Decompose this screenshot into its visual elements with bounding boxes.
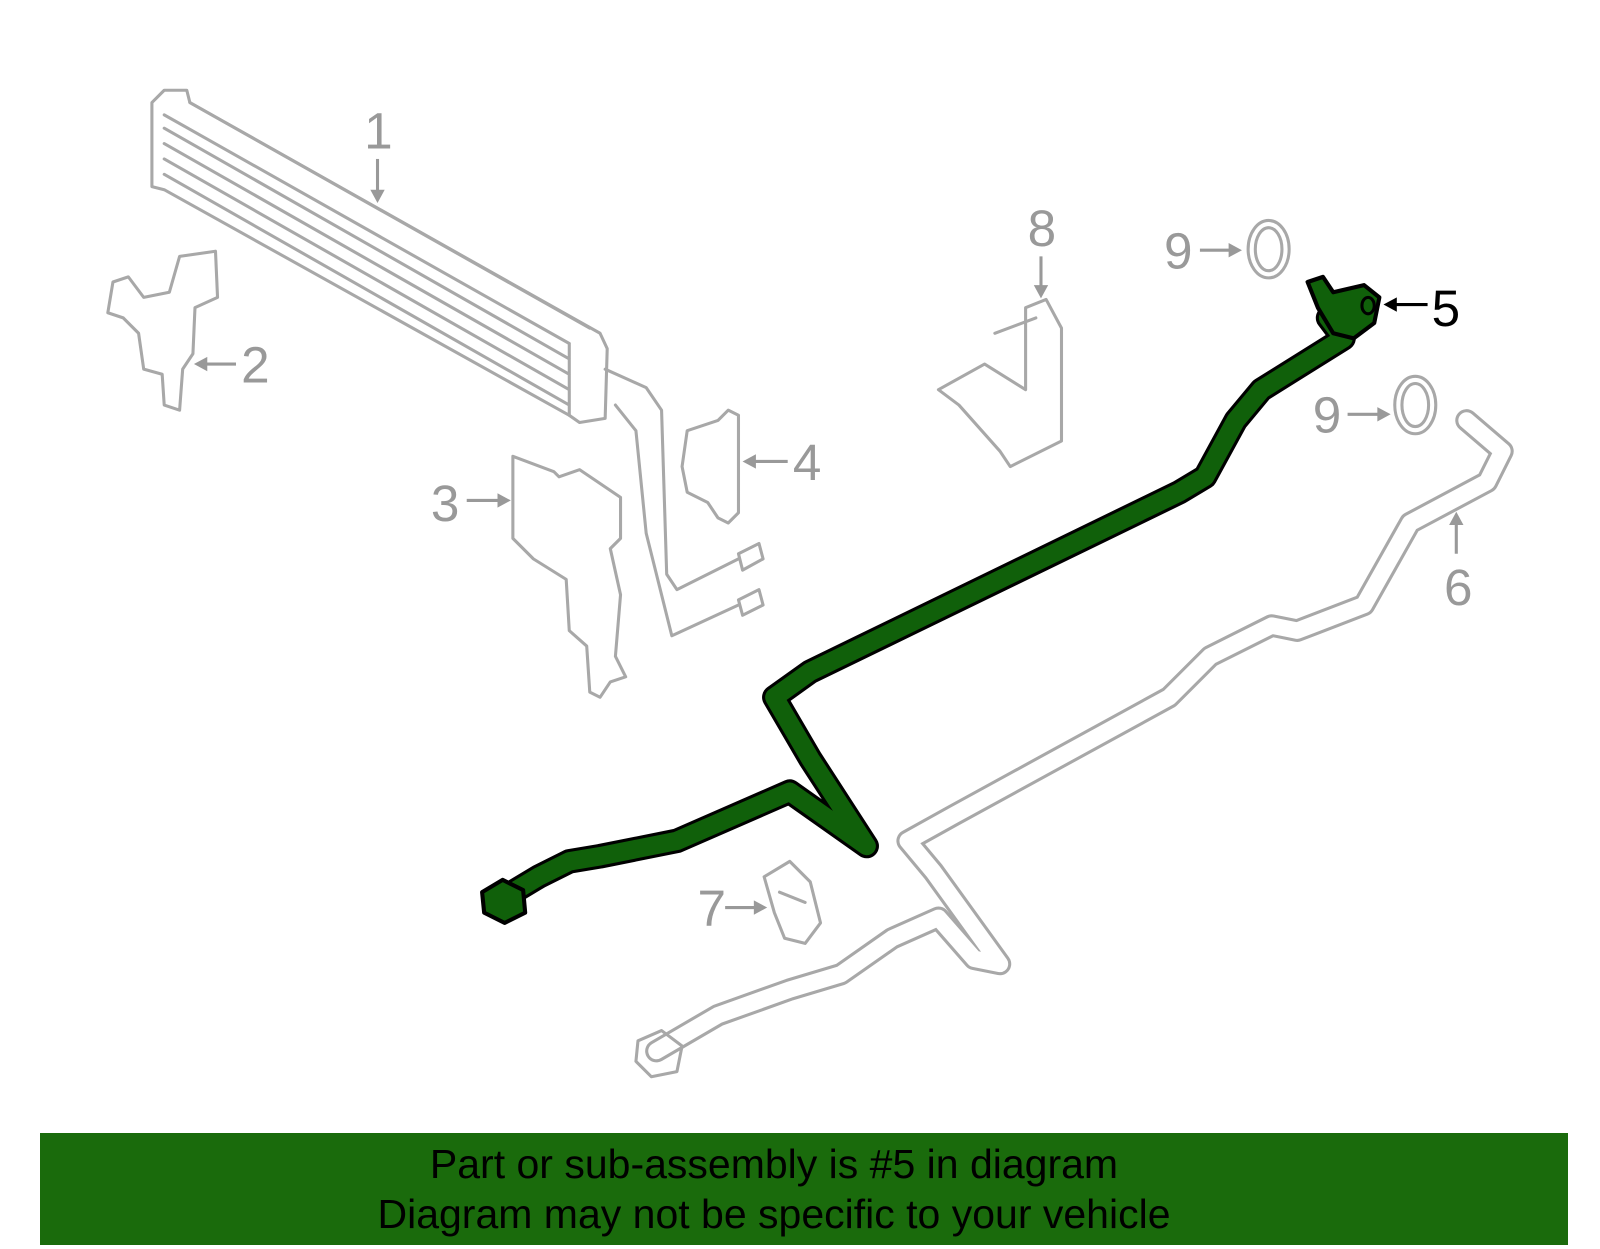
svg-text:2: 2 <box>241 336 270 393</box>
banner-line-2: Diagram may not be specific to your vehi… <box>377 1191 1171 1237</box>
svg-text:9: 9 <box>1164 223 1193 280</box>
svg-text:4: 4 <box>793 434 822 491</box>
part-7-clip[interactable] <box>762 859 823 945</box>
part-3-shield[interactable] <box>511 454 628 699</box>
svg-text:3: 3 <box>431 475 460 532</box>
part-9-o-ring-lower[interactable] <box>1393 374 1438 436</box>
part-2-bracket[interactable] <box>106 249 220 412</box>
callout-2: 2 <box>193 336 270 393</box>
callout-3: 3 <box>431 475 511 532</box>
callout-6: 6 <box>1444 511 1473 616</box>
callout-7: 7 <box>697 880 768 937</box>
info-banner: Part or sub-assembly is #5 in diagram Di… <box>40 1133 1568 1245</box>
svg-text:1: 1 <box>364 103 393 160</box>
part-1-cooler[interactable] <box>150 88 765 638</box>
part-9-o-ring-upper[interactable] <box>1246 218 1291 280</box>
callout-1: 1 <box>364 103 393 204</box>
part-6-cooler-line[interactable] <box>634 409 1514 1079</box>
callout-5: 5 <box>1383 280 1460 337</box>
svg-text:8: 8 <box>1028 200 1057 257</box>
callout-9-upper: 9 <box>1164 223 1242 280</box>
callout-4: 4 <box>742 434 822 491</box>
svg-text:7: 7 <box>697 880 726 937</box>
part-8-mount-bracket[interactable] <box>936 297 1064 469</box>
svg-text:9: 9 <box>1313 387 1342 444</box>
part-4-bracket[interactable] <box>680 408 741 525</box>
part-5-cooler-line-highlighted[interactable] <box>480 274 1382 925</box>
banner-line-1: Part or sub-assembly is #5 in diagram <box>429 1141 1119 1187</box>
svg-text:6: 6 <box>1444 559 1473 616</box>
svg-text:5: 5 <box>1432 280 1461 337</box>
callout-8: 8 <box>1028 200 1057 299</box>
callout-9-lower: 9 <box>1313 387 1391 444</box>
